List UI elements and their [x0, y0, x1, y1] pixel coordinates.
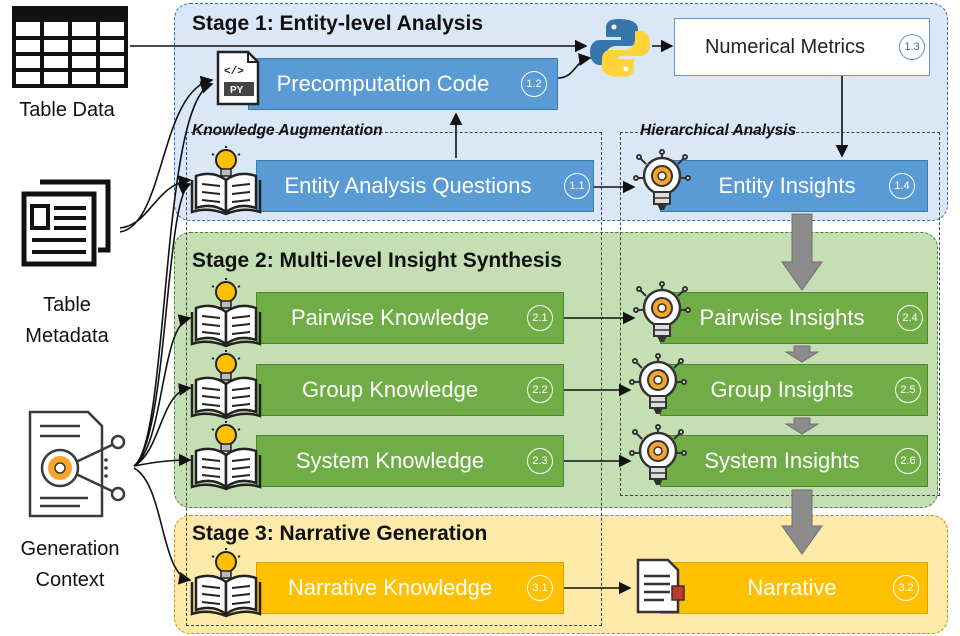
table-metadata-line2: Metadata	[25, 325, 109, 347]
py-label-glyph: PY	[230, 85, 244, 96]
brain-bulb-icon-group	[629, 353, 687, 414]
system-insights-label: System Insights	[704, 448, 860, 473]
arrow-context-to-pair	[133, 314, 192, 467]
badge-1-3: 1.3	[899, 34, 925, 60]
book-bulb-icon-system	[190, 421, 262, 491]
hierarchical-analysis-title: Hierarchical Analysis	[640, 122, 797, 139]
book-bulb-icon-pairwise	[190, 278, 262, 348]
narrative-label: Narrative	[747, 575, 837, 600]
system-insights-node: System Insights 2.6	[660, 435, 928, 487]
pairwise-knowledge-label: Pairwise Knowledge	[290, 305, 490, 330]
entity-analysis-questions-node: Entity Analysis Questions 1.1	[256, 160, 594, 212]
pairwise-knowledge-node: Pairwise Knowledge 2.1	[256, 292, 564, 344]
system-knowledge-node: System Knowledge 2.3	[256, 435, 564, 487]
arrow-context-to-system	[133, 453, 192, 467]
badge-3-2: 3.2	[893, 575, 919, 601]
stage3-title: Stage 3: Narrative Generation	[192, 522, 488, 545]
big-arrow-pair-to-group	[784, 345, 820, 363]
precomputation-code-node: Precomputation Code 1.2	[248, 58, 558, 110]
pairwise-insights-label: Pairwise Insights	[699, 305, 865, 330]
narrative-knowledge-node: Narrative Knowledge 3.1	[256, 562, 564, 614]
arrow-metadata-to-precomp	[119, 75, 214, 233]
arrow-context-to-narrative	[133, 467, 192, 585]
book-bulb-icon-group	[190, 350, 262, 420]
badge-2-4: 2.4	[897, 305, 923, 331]
big-arrow-entity-to-pair	[781, 213, 823, 291]
table-grid-icon	[12, 6, 128, 88]
stage2-title: Stage 2: Multi-level Insight Synthesis	[192, 249, 562, 272]
generation-context-line1: Generation	[20, 538, 120, 560]
big-arrow-system-to-narrative	[781, 489, 823, 555]
book-bulb-icon-entity	[190, 146, 262, 216]
arrow-precomp-to-python	[557, 53, 592, 79]
numerical-metrics-node: Numerical Metrics 1.3	[674, 18, 930, 76]
brain-bulb-icon-pairwise	[633, 281, 691, 342]
book-bulb-icon-narrative	[190, 548, 262, 618]
entity-insights-label: Entity Insights	[718, 173, 856, 198]
hierarchical-analysis-box	[620, 132, 940, 496]
entity-insights-node: Entity Insights 1.4	[660, 160, 928, 212]
badge-2-3: 2.3	[527, 448, 553, 474]
narrative-knowledge-label: Narrative Knowledge	[287, 575, 493, 600]
pairwise-insights-node: Pairwise Insights 2.4	[660, 292, 928, 344]
narrative-node: Narrative 3.2	[660, 562, 928, 614]
generation-context-label: Generation Context	[4, 534, 136, 596]
python-logo-icon	[590, 19, 650, 77]
stage1-title: Stage 1: Entity-level Analysis	[192, 12, 483, 35]
arrow-context-to-precomp	[133, 81, 214, 467]
badge-1-1: 1.1	[564, 173, 590, 199]
group-knowledge-node: Group Knowledge 2.2	[256, 364, 564, 416]
knowledge-augmentation-title: Knowledge Augmentation	[192, 122, 383, 139]
group-knowledge-label: Group Knowledge	[301, 377, 479, 402]
badge-2-6: 2.6	[895, 448, 921, 474]
group-insights-node: Group Insights 2.5	[660, 364, 928, 416]
entity-analysis-questions-label: Entity Analysis Questions	[284, 173, 532, 198]
precomputation-code-label: Precomputation Code	[276, 71, 490, 96]
generation-context-icon	[28, 410, 126, 518]
table-data-label: Table Data	[8, 95, 126, 126]
numerical-metrics-label: Numerical Metrics	[704, 35, 866, 58]
badge-2-5: 2.5	[895, 377, 921, 403]
group-insights-label: Group Insights	[710, 377, 854, 402]
badge-3-1: 3.1	[527, 575, 553, 601]
table-data-text: Table Data	[19, 99, 115, 121]
system-knowledge-label: System Knowledge	[295, 448, 485, 473]
arrow-context-to-group	[133, 383, 192, 467]
table-metadata-label: Table Metadata	[8, 290, 126, 352]
arrow-context-to-entityq	[133, 182, 192, 467]
metadata-document-icon	[21, 179, 111, 267]
badge-2-2: 2.2	[527, 377, 553, 403]
table-metadata-line1: Table	[43, 294, 91, 316]
knowledge-augmentation-box	[186, 132, 602, 626]
big-arrow-group-to-system	[784, 417, 820, 435]
narrative-document-icon	[636, 558, 685, 614]
badge-2-1: 2.1	[527, 305, 553, 331]
code-glyph: </>	[224, 66, 244, 78]
python-file-icon: </> PY	[216, 50, 260, 106]
generation-context-line2: Context	[35, 569, 105, 591]
brain-bulb-icon-system	[629, 424, 687, 485]
brain-bulb-icon-entity	[633, 149, 691, 210]
badge-1-4: 1.4	[889, 173, 915, 199]
badge-1-2: 1.2	[521, 71, 547, 97]
